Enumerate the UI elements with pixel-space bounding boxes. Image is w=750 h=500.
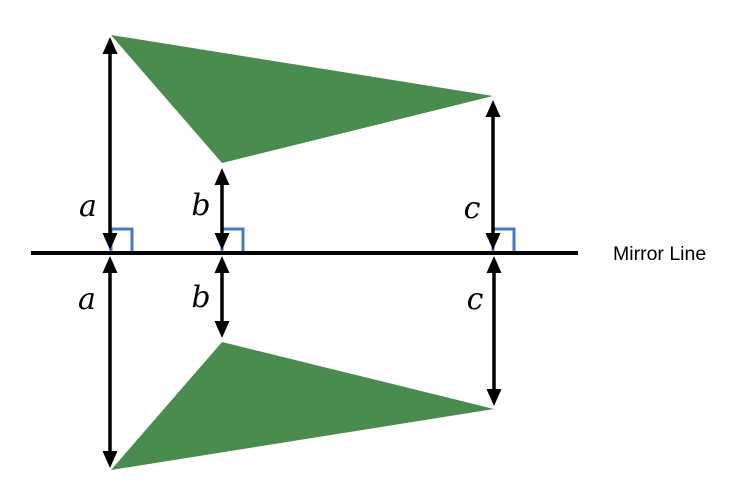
distance-arrow-b-bottom [214, 256, 230, 338]
distance-arrow-b-top [214, 168, 230, 250]
distance-label-c-top: c [464, 191, 481, 226]
distance-label-a-top: a [79, 189, 97, 224]
distance-label-b-top: b [191, 188, 210, 223]
distance-arrow-a-bottom [102, 256, 118, 468]
distance-label-a-bottom: a [78, 282, 96, 317]
mirror-line-label: Mirror Line [613, 243, 706, 265]
original-triangle [111, 35, 493, 163]
distance-label-b-bottom: b [191, 280, 210, 315]
distance-arrow-c-top [485, 100, 501, 250]
distance-arrow-a-top [102, 37, 118, 250]
distance-label-c-bottom: c [467, 282, 484, 317]
distance-arrow-c-bottom [486, 256, 502, 406]
reflected-triangle [111, 342, 494, 470]
